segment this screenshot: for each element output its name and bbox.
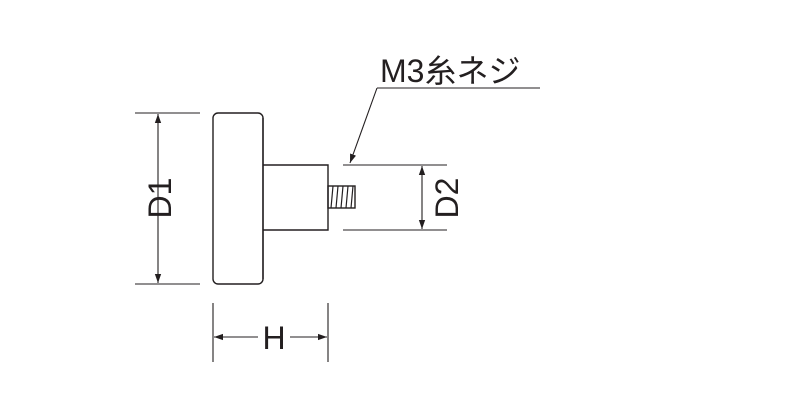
thread-spec-label: M3糸ネジ <box>380 53 520 89</box>
leader-diagonal <box>349 87 378 164</box>
knob-shaft <box>263 164 329 231</box>
h-label: H <box>262 320 285 356</box>
knob-head <box>212 112 264 285</box>
d2-label: D2 <box>429 178 465 219</box>
d2-dimension <box>343 164 447 231</box>
d1-label: D1 <box>142 178 178 219</box>
thread-lines <box>330 185 354 209</box>
d1-dimension <box>135 112 200 285</box>
knob-outline <box>212 112 356 285</box>
thread-leader <box>349 87 540 164</box>
h-dimension <box>212 303 329 362</box>
